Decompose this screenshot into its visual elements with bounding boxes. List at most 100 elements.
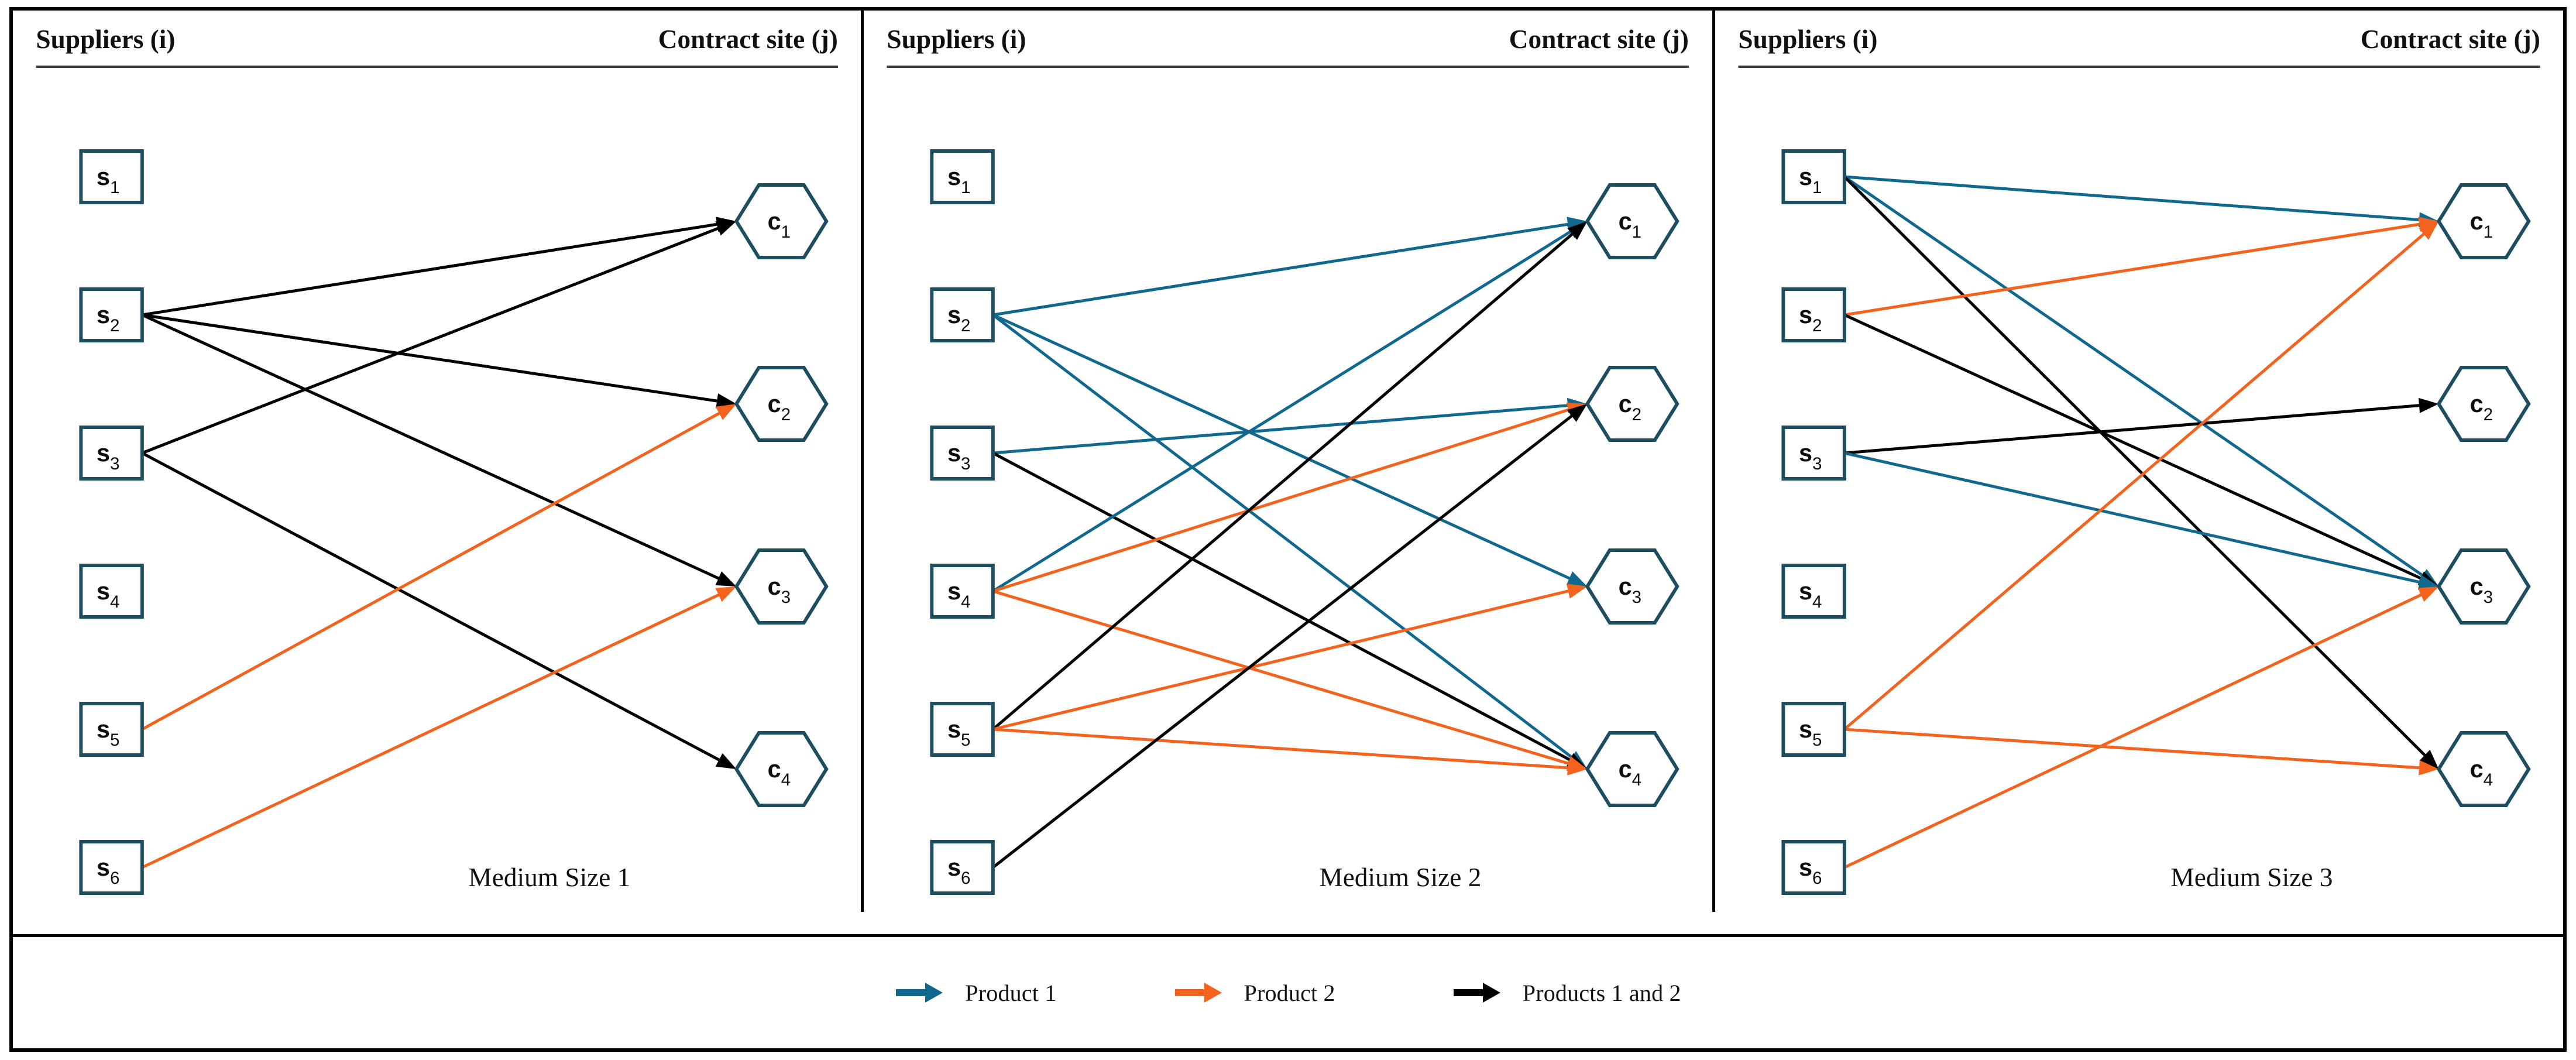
edge-line xyxy=(1844,222,2423,317)
bipartite-graph-2: Suppliers (i)Contract site (j)s1s2s3s4s5… xyxy=(887,24,1689,895)
contract-site-node-c4[interactable]: c4 xyxy=(1585,731,1679,807)
edge-arrowhead xyxy=(2419,221,2439,240)
supplier-node-s2[interactable]: s2 xyxy=(1781,287,1846,342)
edge-line xyxy=(1843,176,2429,759)
supplier-box xyxy=(930,149,995,204)
supplier-box xyxy=(79,564,144,619)
edge-s4-c4 xyxy=(992,589,1588,771)
supplier-node-s5[interactable]: s5 xyxy=(930,702,995,757)
supplier-node-s3[interactable]: s3 xyxy=(930,426,995,481)
edge-s5-c1 xyxy=(1843,221,2439,730)
contract-site-node-c2[interactable]: c2 xyxy=(1585,366,1679,442)
edge-s3-c2 xyxy=(1844,397,2439,455)
edge-s2-c3 xyxy=(992,313,1588,586)
edge-arrowhead xyxy=(715,586,737,602)
supplier-node-s1[interactable]: s1 xyxy=(1781,149,1846,204)
contract-site-header: Contract site (j) xyxy=(1509,24,1689,54)
edge-line xyxy=(992,451,1574,763)
figure-frame: Suppliers (i) Contract site (j) s1 s2 s3 s4 s5… xyxy=(9,7,2567,1052)
contract-site-hexagon xyxy=(734,366,829,442)
contract-site-node-c4[interactable]: c4 xyxy=(2436,731,2531,807)
edge-arrowhead xyxy=(2417,574,2439,590)
suppliers-header: Suppliers (i) xyxy=(36,24,175,54)
panel-medium-size-1: Suppliers (i) Contract site (j) s1 s2 s3 s4 s5… xyxy=(13,11,861,912)
edge-s2-c4 xyxy=(992,314,1588,769)
contract-site-hexagon xyxy=(2436,731,2531,807)
legend-label-product1: Product 1 xyxy=(965,979,1057,1006)
contract-site-node-c3[interactable]: c3 xyxy=(1585,548,1679,625)
edge-arrowhead xyxy=(715,404,737,420)
edge-arrowhead xyxy=(2419,749,2439,769)
edge-line xyxy=(992,413,1576,869)
supplier-box xyxy=(1781,564,1846,619)
supplier-box xyxy=(79,149,144,204)
contract-site-node-c2[interactable]: c2 xyxy=(2436,366,2531,442)
supplier-node-s6[interactable]: s6 xyxy=(79,840,144,895)
contract-site-node-c3[interactable]: c3 xyxy=(2436,548,2531,625)
edge-line xyxy=(1844,728,2423,770)
supplier-node-s3[interactable]: s3 xyxy=(79,426,144,481)
edge-s3-c1 xyxy=(141,221,737,455)
contract-site-node-c1[interactable]: c1 xyxy=(2436,183,2531,259)
legend-item-product1: Product 1 xyxy=(895,979,1056,1007)
contract-site-hexagon xyxy=(1585,548,1679,625)
edge-arrowhead xyxy=(1567,760,1588,776)
supplier-box xyxy=(79,426,144,481)
contract-site-hexagon xyxy=(1585,366,1679,442)
supplier-node-s2[interactable]: s2 xyxy=(930,287,995,342)
edge-line xyxy=(993,728,1572,770)
contract-site-hexagon xyxy=(2436,548,2531,625)
contract-site-header: Contract site (j) xyxy=(2360,24,2540,54)
edge-line xyxy=(992,228,1575,593)
bipartite-graph-1: Suppliers (i) Contract site (j) s1 s2 s3 s4 s5… xyxy=(36,24,838,895)
supplier-node-s1[interactable]: s1 xyxy=(79,149,144,204)
contract-site-hexagon xyxy=(2436,183,2531,259)
supplier-box xyxy=(1781,840,1846,895)
legend-label-both: Products 1 and 2 xyxy=(1522,979,1681,1006)
supplier-box xyxy=(79,702,144,757)
edge-s6-c2 xyxy=(992,404,1588,869)
supplier-node-s4[interactable]: s4 xyxy=(1781,564,1846,619)
supplier-box xyxy=(930,840,995,895)
supplier-box xyxy=(1781,287,1846,342)
supplier-node-s5[interactable]: s5 xyxy=(1781,702,1846,757)
supplier-node-s1[interactable]: s1 xyxy=(930,149,995,204)
supplier-node-s4[interactable]: s4 xyxy=(930,564,995,619)
contract-site-node-c3[interactable]: c3 xyxy=(734,548,829,625)
supplier-node-s4[interactable]: s4 xyxy=(79,564,144,619)
contract-site-hexagon xyxy=(734,731,829,807)
supplier-node-s5[interactable]: s5 xyxy=(79,702,144,757)
edge-line xyxy=(141,410,723,731)
supplier-node-s2[interactable]: s2 xyxy=(79,287,144,342)
edge-line xyxy=(142,222,721,317)
edges-layer xyxy=(992,217,1588,869)
edge-line xyxy=(1843,592,2425,869)
contract-site-node-c2[interactable]: c2 xyxy=(734,366,829,442)
edge-line xyxy=(992,589,1572,731)
edge-line xyxy=(1843,451,2423,585)
edge-arrowhead xyxy=(1567,221,1588,240)
contract-site-node-c4[interactable]: c4 xyxy=(734,731,829,807)
contract-site-header: Contract site (j) xyxy=(658,24,838,54)
supplier-box xyxy=(1781,149,1846,204)
supplier-box xyxy=(79,840,144,895)
edge-line xyxy=(992,314,1576,761)
edge-s2-c2 xyxy=(142,313,737,409)
supplier-box xyxy=(930,287,995,342)
supplier-node-s6[interactable]: s6 xyxy=(930,840,995,895)
contract-site-node-c1[interactable]: c1 xyxy=(1585,183,1679,259)
edge-s5-c4 xyxy=(993,728,1588,776)
supplier-box xyxy=(79,287,144,342)
edge-s2-c3 xyxy=(141,313,737,586)
supplier-node-s6[interactable]: s6 xyxy=(1781,840,1846,895)
supplier-node-s3[interactable]: s3 xyxy=(1781,426,1846,481)
edge-line xyxy=(992,407,1573,593)
edge-line xyxy=(141,592,723,869)
edge-line xyxy=(141,451,723,763)
contract-site-hexagon xyxy=(734,183,829,259)
edge-arrowhead xyxy=(2418,760,2439,776)
edge-line xyxy=(992,589,1572,766)
contract-site-node-c1[interactable]: c1 xyxy=(734,183,829,259)
